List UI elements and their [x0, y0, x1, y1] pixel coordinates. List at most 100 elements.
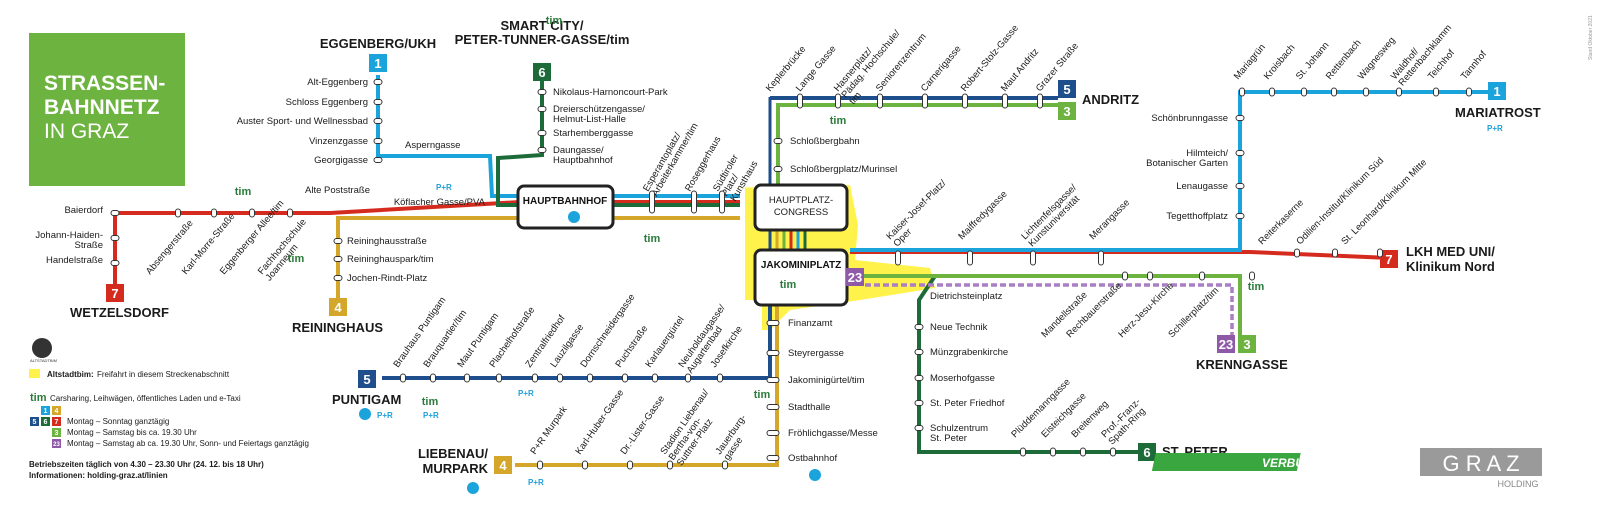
- stop-marker: [537, 460, 543, 470]
- badge-line-23-jakomini: [846, 268, 864, 286]
- stop-marker: [1377, 248, 1383, 258]
- terminal-mariatrost: MARIATROST: [1455, 105, 1541, 120]
- station-line7-west: Baierdorf: [64, 205, 103, 216]
- badge-line-1-mariatrost: [1488, 82, 1506, 100]
- stop-marker: [1147, 271, 1153, 281]
- legend-swatch-text: 3: [55, 430, 59, 437]
- stop-marker: [496, 373, 502, 383]
- terminal-puntigam: PUNTIGAM: [332, 392, 401, 407]
- badge-line-23-krenngasse: [1217, 335, 1235, 353]
- stop-marker: [1466, 87, 1472, 97]
- stop-marker: [430, 373, 436, 383]
- legend-altstadt-swatch: [29, 369, 40, 378]
- s-bahn-icon: [568, 211, 580, 223]
- stop-marker: [914, 400, 924, 406]
- pr-icon: P+R: [518, 389, 534, 398]
- badge-line-3-andritz: [1058, 102, 1076, 120]
- station-line1-west: Alt-Eggenberg: [307, 77, 368, 88]
- stop-marker: [373, 157, 383, 163]
- station-line4-west: Jochen-Rindt-Platz: [347, 273, 428, 284]
- stop-marker: [373, 99, 383, 105]
- station-line1-west: Auster Sport- und Wellnessbad: [237, 116, 368, 127]
- pr-icon: P+R: [377, 411, 393, 420]
- legend-altstadt-text: Freifahrt in diesem Streckenabschnitt: [97, 370, 230, 379]
- altstadt-icon: [32, 338, 52, 358]
- stop-marker: [766, 455, 780, 461]
- stop-marker: [667, 460, 673, 470]
- stop-marker: [773, 138, 783, 144]
- title-line-3: IN GRAZ: [44, 120, 129, 143]
- stop-marker: [967, 250, 973, 266]
- stop-marker: [649, 190, 655, 214]
- tim-icon: tim: [830, 115, 847, 127]
- terminal-andritz: ANDRITZ: [1082, 92, 1139, 107]
- station-south-trunk: Steyrergasse: [788, 348, 844, 359]
- station-koeflacher: Köflacher Gasse/PVA: [394, 197, 486, 208]
- line-3-east-track: [850, 274, 1242, 335]
- badge-text: 3: [1243, 337, 1250, 352]
- badge-line-5-andritz: [1058, 80, 1076, 98]
- badge-line-6-smartcity: [533, 63, 551, 81]
- stop-marker: [652, 373, 658, 383]
- legend-row-2: Montag – Samstag bis ca. 19.30 Uhr: [67, 428, 197, 437]
- stop-marker: [1332, 248, 1338, 258]
- stop-marker: [877, 93, 883, 109]
- station-line4-west: Reininghausstraße: [347, 236, 427, 247]
- stop-marker: [110, 210, 120, 216]
- stop-marker: [1294, 248, 1300, 258]
- legend-swatch-text: 5: [33, 419, 37, 426]
- stop-marker: [1239, 87, 1245, 97]
- station-south-trunk: Ostbahnhof: [788, 453, 837, 464]
- stop-marker: [962, 93, 968, 109]
- station-south-trunk: Jakominigürtel/tim: [788, 375, 865, 386]
- station-center-east: Lichtenfelsgasse/Kunstuniversität: [1019, 182, 1086, 249]
- stop-marker: [914, 324, 924, 330]
- stop-marker: [537, 147, 547, 153]
- badge-text: 5: [363, 372, 370, 387]
- stop-marker: [582, 460, 588, 470]
- stop-marker: [373, 79, 383, 85]
- station-line6: Daungasse/Hauptbahnhof: [553, 145, 613, 166]
- legend-hours: Betriebszeiten täglich von 4.30 – 23.30 …: [29, 460, 264, 469]
- central-trunk: [768, 230, 807, 250]
- legend-swatch-text: 6: [44, 419, 48, 426]
- title-line-1: STRASSEN-: [44, 72, 165, 95]
- stop-marker: [835, 93, 841, 109]
- station-line6-south: St. Peter Friedhof: [930, 398, 1005, 409]
- station-alte-poststrasse: Alte Poststraße: [305, 185, 370, 196]
- service-icons: tim tim tim tim tim tim tim tim tim P+R …: [235, 15, 1503, 494]
- station-center-east: Kaiser-Josef-Platz/Oper: [884, 178, 955, 249]
- stop-marker: [691, 190, 697, 214]
- stop-marker: [537, 89, 547, 95]
- badge-line-4-reininghaus: [329, 298, 347, 316]
- legend-tim-text: Carsharing, Leihwägen, öffentliches Lade…: [50, 394, 241, 403]
- pr-icon: P+R: [1487, 124, 1503, 133]
- graz-logo-text: G R A Z: [1442, 451, 1519, 476]
- legend-swatch-1: [41, 406, 50, 415]
- stop-marker: [773, 166, 783, 172]
- station-line6-south: Neue Technik: [930, 322, 988, 333]
- stop-markers: [110, 79, 1472, 470]
- stop-marker: [110, 260, 120, 266]
- line-7-east-track: [850, 250, 1391, 260]
- pr-icon: P+R: [436, 183, 452, 192]
- graz-logo-bg: [1420, 448, 1542, 476]
- tim-icon: tim: [754, 389, 771, 401]
- stop-marker: [1363, 87, 1369, 97]
- station-line1-west: Georgigasse: [314, 155, 368, 166]
- stop-marker: [333, 275, 343, 281]
- legend-swatch-3: [52, 428, 61, 437]
- stop-marker: [249, 208, 255, 218]
- stop-marker: [622, 373, 628, 383]
- altstadt-icon-label: ALTSTADTBIM: [30, 358, 57, 363]
- verbund-logo-text: VERBUND LINIE: [1262, 456, 1356, 470]
- badge-text: 4: [499, 458, 507, 473]
- badge-text: 6: [538, 65, 545, 80]
- stop-marker: [1098, 250, 1104, 266]
- s-bahn-icon: [467, 482, 479, 494]
- line-4-south-track: [515, 305, 779, 467]
- station-line6: Dreierschützengasse/Helmut-List-Halle: [553, 104, 645, 125]
- badge-line-3-krenngasse: [1238, 335, 1256, 353]
- stop-marker: [914, 425, 924, 431]
